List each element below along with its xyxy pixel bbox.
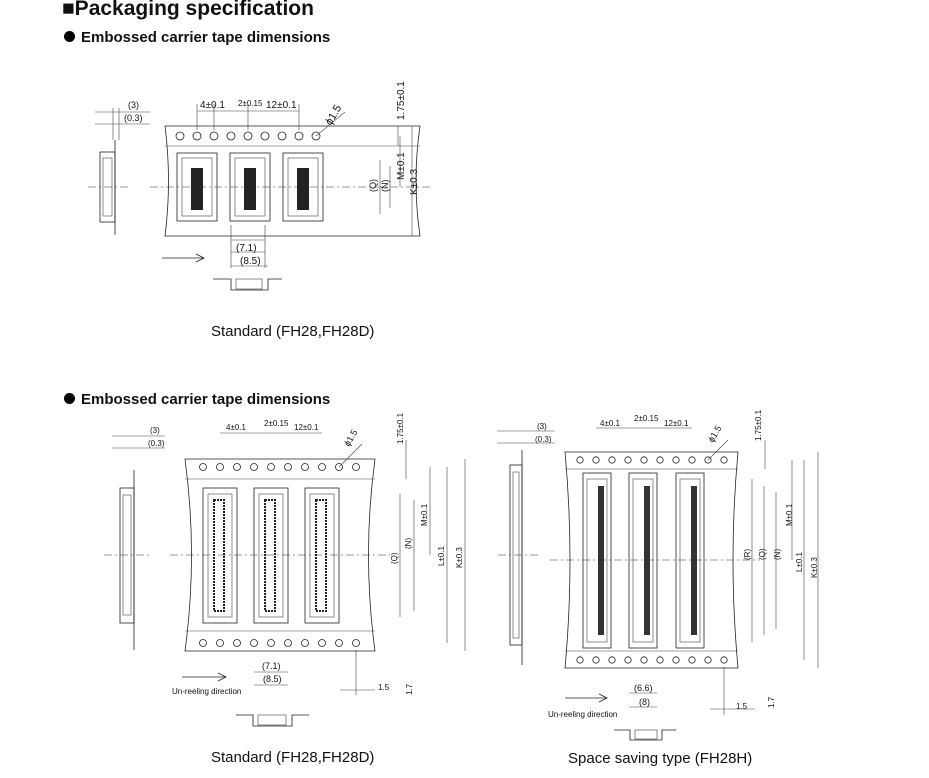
dim-n: (N) — [380, 180, 390, 193]
dim-r: (R) — [743, 549, 752, 560]
dim-pitch12: 12±0.1 — [266, 100, 297, 111]
dim-q: (Q) — [390, 552, 399, 564]
dim-l: L±0.1 — [437, 545, 446, 566]
dim-pitch12: 12±0.1 — [294, 423, 319, 432]
side-view-2: (3) (0.3) — [104, 426, 165, 650]
bullet-icon — [64, 393, 75, 404]
dim-pitch4: 4±0.1 — [226, 423, 247, 432]
dim-pitch4: 4±0.1 — [200, 100, 225, 111]
pockets — [202, 487, 340, 624]
dim-0-3: (0.3) — [535, 435, 552, 444]
side-view-1: (3) (0.3) — [88, 100, 150, 235]
dim-1-5: 1.5 — [378, 683, 390, 692]
dim-8-5: (8.5) — [263, 674, 282, 684]
dim-n: (N) — [773, 549, 782, 560]
dim-pitch12: 12±0.1 — [664, 419, 689, 428]
side-view-3: (3) (0.3) — [497, 422, 555, 665]
sprocket-holes-bottom — [576, 656, 728, 664]
sprocket-holes-top — [199, 463, 360, 471]
dim-m: M±0.1 — [420, 503, 429, 526]
dim-m: M±0.1 — [396, 152, 407, 180]
section1-heading-text: Embossed carrier tape dimensions — [81, 29, 331, 46]
dim-hole: ϕ1.5 — [706, 424, 723, 444]
section1-heading: Embossed carrier tape dimensions — [64, 29, 330, 46]
page-title: ■Packaging specification — [62, 0, 314, 20]
dim-8: (8) — [639, 697, 650, 707]
dim-1-7: 1.7 — [405, 683, 414, 695]
dim-pitch2: 2±0.15 — [634, 414, 659, 423]
dim-0-3: (0.3) — [124, 113, 143, 123]
dim-pitch2: 2±0.15 — [238, 99, 263, 108]
bullet-icon — [64, 31, 75, 42]
dim-q: (Q) — [368, 179, 378, 192]
unreeling-label: Un-reeling direction — [172, 687, 241, 696]
sprocket-holes-top — [576, 456, 728, 464]
dim-1-5: 1.5 — [736, 702, 748, 711]
dim-7-1: (7.1) — [236, 243, 257, 254]
sprocket-holes-bottom — [199, 639, 360, 647]
dim-edge: 1.75±0.1 — [754, 409, 763, 441]
dim-pitch4: 4±0.1 — [600, 419, 621, 428]
sprocket-holes — [175, 131, 321, 141]
dim-6-6: (6.6) — [634, 683, 653, 693]
dim-m: M±0.1 — [785, 503, 794, 526]
tape-top-view-1: 4±0.1 2±0.15 12±0.1 ϕ1.5 1.75±0.1 (Q) (N… — [150, 81, 430, 291]
caption-standard-2: Standard (FH28,FH28D) — [211, 749, 375, 766]
dim-3: (3) — [537, 422, 547, 431]
section2-heading-text: Embossed carrier tape dimensions — [81, 391, 331, 408]
dim-l: L±0.1 — [795, 551, 804, 572]
dim-3: (3) — [128, 100, 139, 110]
tape-top-view-3: 4±0.1 2±0.15 12±0.1 ϕ1.5 1.75±0.1 (R) (Q… — [548, 409, 819, 741]
dim-3: (3) — [150, 426, 160, 435]
caption-standard-1: Standard (FH28,FH28D) — [211, 323, 375, 340]
dim-k: K±0.3 — [810, 557, 819, 578]
dim-0-3: (0.3) — [148, 439, 165, 448]
dim-edge: 1.75±0.1 — [396, 81, 407, 120]
dim-edge: 1.75±0.1 — [396, 412, 405, 444]
dim-pitch2: 2±0.15 — [264, 419, 289, 428]
section2-heading: Embossed carrier tape dimensions — [64, 391, 330, 408]
dim-1-7: 1.7 — [767, 696, 776, 708]
dim-k: K±0.3 — [455, 547, 464, 568]
unreeling-label: Un-reeling direction — [548, 710, 617, 719]
dim-8-5: (8.5) — [240, 256, 261, 267]
dim-k: K±0.3 — [409, 169, 420, 195]
dim-q: (Q) — [758, 548, 767, 560]
dim-7-1: (7.1) — [262, 661, 281, 671]
caption-space-saving: Space saving type (FH28H) — [568, 750, 753, 767]
pockets — [176, 152, 324, 222]
pockets — [582, 472, 705, 649]
dim-n: (N) — [404, 538, 413, 549]
